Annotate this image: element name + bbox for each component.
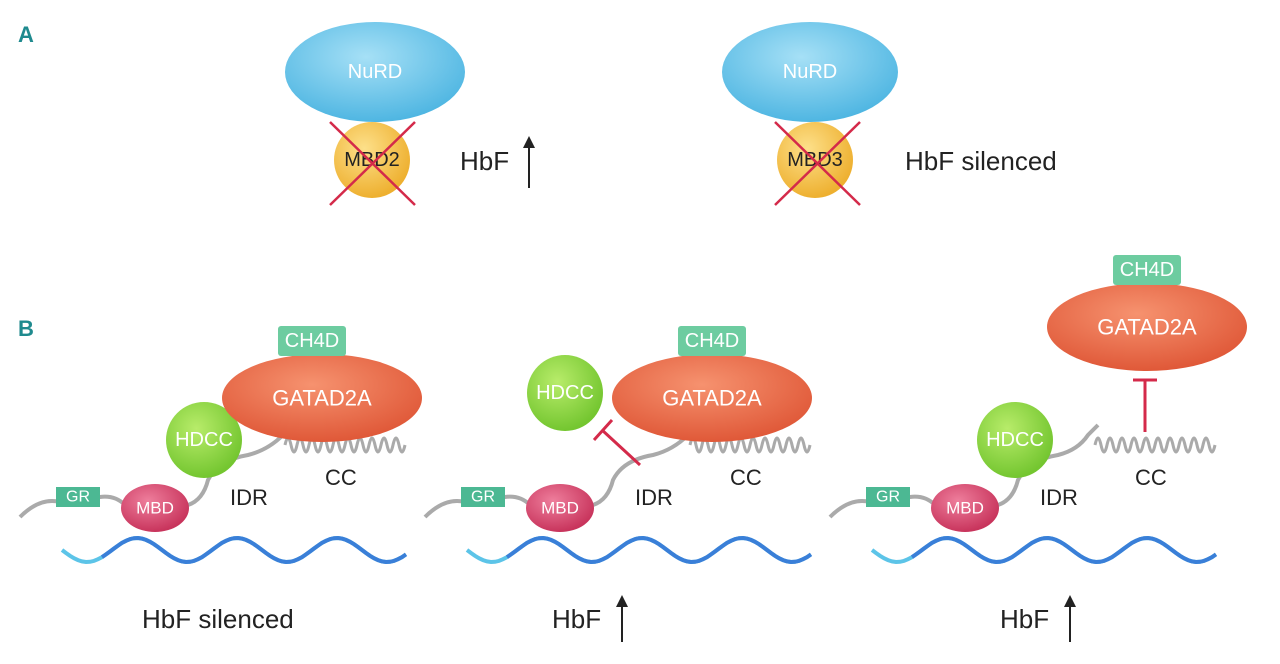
hbf-label: HbF <box>460 146 509 176</box>
gr-label: GR <box>876 489 900 506</box>
mbd2-label: MBD2 <box>344 149 400 171</box>
cc-label: CC <box>1135 465 1167 490</box>
gr-label: GR <box>471 489 495 506</box>
hdcc-label: HDCC <box>536 382 594 404</box>
up-arrow-icon <box>523 136 535 188</box>
ch4d-label: CH4D <box>1120 259 1174 281</box>
gr-domain <box>461 487 505 507</box>
cross-icon <box>329 121 416 206</box>
dna-strand <box>100 535 408 565</box>
inhibition-icon <box>600 428 642 467</box>
hdcc-protein <box>527 355 603 431</box>
gatad2a-label: GATAD2A <box>1097 315 1197 340</box>
mbd2-protein <box>334 122 410 198</box>
mbd-domain <box>121 484 189 532</box>
mbd-domain <box>526 484 594 532</box>
panel-a-right: NuRD MBD3 HbF silenced <box>722 22 1057 206</box>
ch4d-label: CH4D <box>285 330 339 352</box>
nurd-complex <box>285 22 465 122</box>
gatad2a-protein <box>612 354 812 442</box>
dna-strand <box>910 535 1218 565</box>
hdcc-label: HDCC <box>986 429 1044 451</box>
ch4d-domain <box>1113 255 1181 285</box>
idr-label: IDR <box>1040 485 1078 510</box>
gatad2a-protein <box>222 354 422 442</box>
gr-domain <box>56 487 100 507</box>
outcome-label: HbF silenced <box>142 604 294 634</box>
scenario-3: GR MBD HDCC GATAD2A CH4D IDR CC HbF <box>828 255 1247 642</box>
panel-b: GR MBD HDCC GATAD2A CH4D IDR CC HbF silenced GR M… <box>18 255 1247 642</box>
hdcc-label: HDCC <box>175 429 233 451</box>
up-arrow-icon <box>1064 595 1076 642</box>
scenario-2: GR MBD HDCC GATAD2A CH4D IDR CC HbF <box>423 326 813 642</box>
gatad2a-label: GATAD2A <box>662 386 762 411</box>
mbd-label: MBD <box>946 499 984 518</box>
panel-a-left: NuRD MBD2 HbF <box>285 22 535 206</box>
gr-label: GR <box>66 489 90 506</box>
nurd-label: NuRD <box>348 61 402 83</box>
mbd-label: MBD <box>136 499 174 518</box>
mbd-label: MBD <box>541 499 579 518</box>
cc-label: CC <box>325 465 357 490</box>
hbf-silenced-label: HbF silenced <box>905 146 1057 176</box>
outcome-label: HbF <box>1000 604 1049 634</box>
idr-label: IDR <box>635 485 673 510</box>
up-arrow-icon <box>616 595 628 642</box>
cc-label: CC <box>730 465 762 490</box>
hdcc-protein <box>977 402 1053 478</box>
ch4d-domain <box>278 326 346 356</box>
nurd-label: NuRD <box>783 61 837 83</box>
mbd-domain <box>931 484 999 532</box>
inhibition-bar <box>592 418 614 442</box>
dna-strand <box>505 535 813 565</box>
idr-label: IDR <box>230 485 268 510</box>
cross-icon <box>774 121 861 206</box>
nurd-complex <box>722 22 898 122</box>
panel-a-label: A <box>18 22 34 47</box>
panel-b-label: B <box>18 316 34 341</box>
scenario-1: GR MBD HDCC GATAD2A CH4D IDR CC HbF silenced <box>18 326 422 634</box>
ch4d-label: CH4D <box>685 330 739 352</box>
gatad2a-label: GATAD2A <box>272 386 372 411</box>
coiled-coil-domain <box>1093 436 1217 454</box>
coiled-coil-domain <box>283 436 407 454</box>
gr-domain <box>866 487 910 507</box>
ch4d-domain <box>678 326 746 356</box>
gatad2a-protein <box>1047 283 1247 371</box>
coiled-coil-domain <box>688 436 812 454</box>
hdcc-protein <box>166 402 242 478</box>
outcome-label: HbF <box>552 604 601 634</box>
